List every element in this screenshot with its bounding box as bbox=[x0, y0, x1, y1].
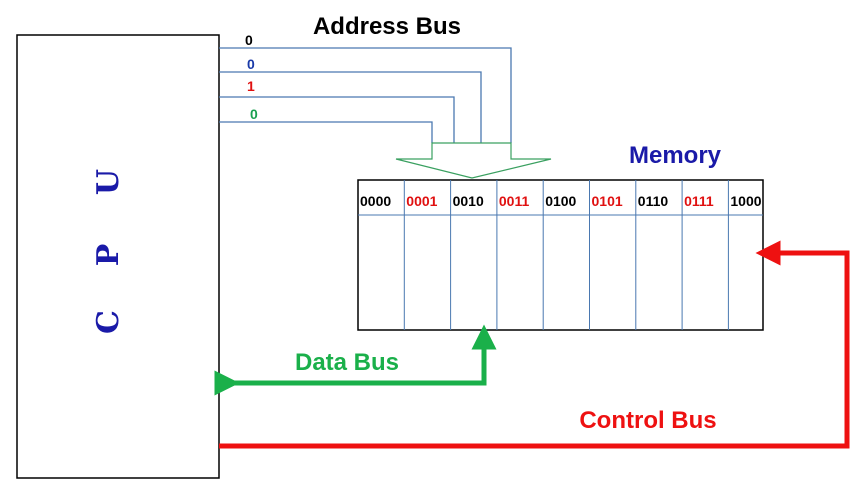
data-bus-line bbox=[214, 324, 497, 396]
address-bit-2: 1 bbox=[247, 78, 255, 94]
address-wire-1 bbox=[219, 71, 482, 143]
address-bus-wires bbox=[219, 47, 512, 143]
memory-address-label: 0010 bbox=[453, 193, 484, 209]
memory-box bbox=[357, 179, 764, 331]
memory-title: Memory bbox=[629, 142, 722, 169]
cpu-letter-u: U bbox=[91, 169, 126, 195]
memory-address-label: 0111 bbox=[684, 193, 714, 209]
cpu-box bbox=[16, 34, 220, 479]
address-wire-0 bbox=[219, 47, 512, 143]
memory-address-label: 0011 bbox=[499, 193, 530, 209]
control-bus-title: Control Bus bbox=[579, 407, 716, 434]
memory-address-label: 0000 bbox=[360, 193, 391, 209]
address-wire-2 bbox=[219, 96, 455, 143]
memory-address-label: 0101 bbox=[592, 193, 623, 209]
address-bit-0: 0 bbox=[245, 32, 253, 48]
memory-address-label: 0001 bbox=[406, 193, 437, 209]
control-bus-line bbox=[219, 240, 850, 449]
address-bit-1: 0 bbox=[247, 56, 255, 72]
memory-address-label: 0100 bbox=[545, 193, 576, 209]
data-bus-title: Data Bus bbox=[295, 349, 399, 376]
memory-cells: 0000 0001 0010 0011 0100 0101 0110 0111 1000 bbox=[360, 180, 762, 330]
address-bus-title: Address Bus bbox=[313, 13, 461, 40]
cpu-letter-c: C bbox=[91, 310, 126, 334]
address-wire-3 bbox=[219, 121, 433, 143]
memory-address-label: 0110 bbox=[638, 193, 669, 209]
address-decoder-arrow bbox=[395, 142, 552, 179]
cpu-letter-p: P bbox=[91, 244, 126, 267]
memory-address-label: 1000 bbox=[730, 193, 761, 209]
address-bit-3: 0 bbox=[250, 106, 258, 122]
